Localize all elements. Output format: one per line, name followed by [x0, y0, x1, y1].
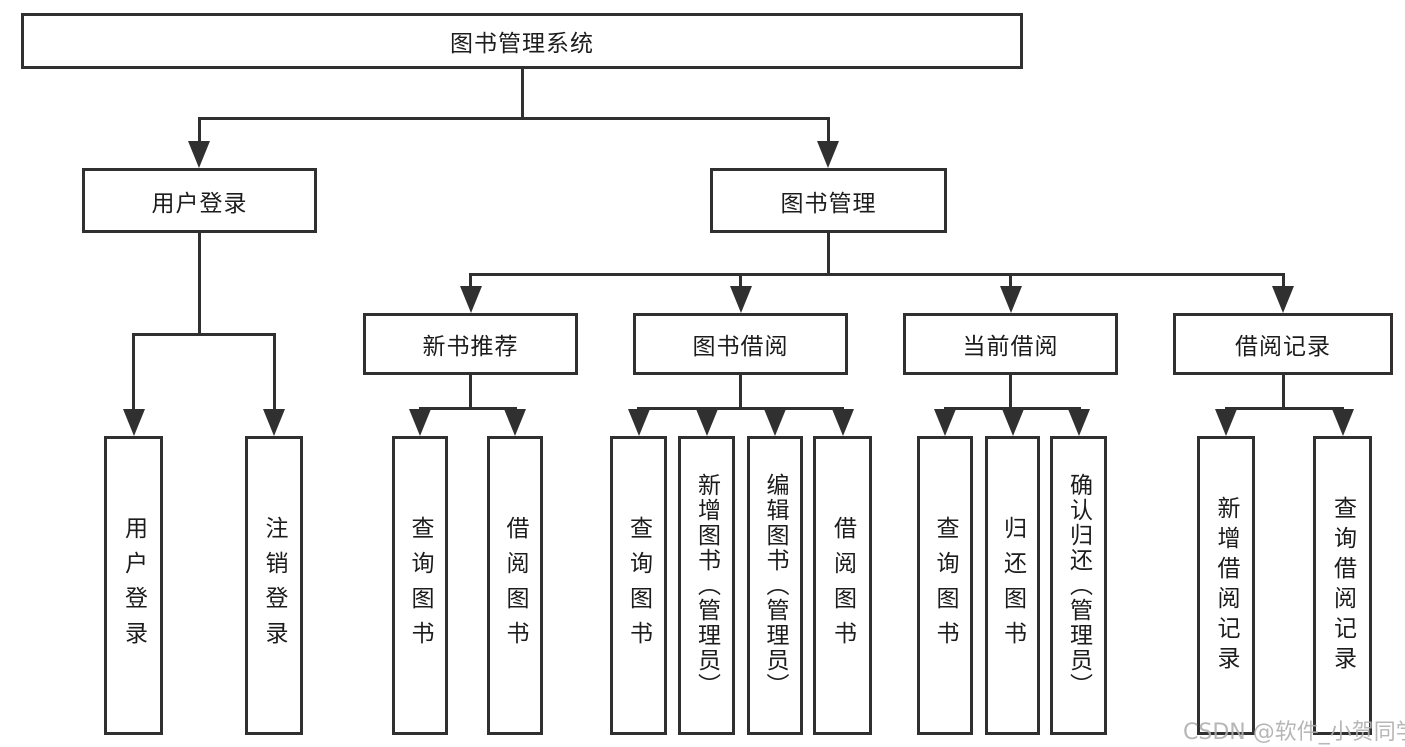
- arrowhead-down-icon: [504, 409, 526, 436]
- connector-section-stem: [1281, 375, 1285, 410]
- leaf-label: 查询图书: [407, 515, 433, 656]
- node-label: 图书借阅: [692, 334, 789, 360]
- arrowhead-down-icon: [122, 409, 145, 436]
- connector-bookmgmt-rail: [469, 273, 1285, 276]
- node-label: 图书管理: [780, 190, 877, 217]
- connector-section-rail: [1224, 407, 1344, 410]
- connector-drop: [1009, 273, 1012, 290]
- connector-drop: [469, 273, 472, 290]
- arrowhead-down-icon: [409, 409, 431, 436]
- node-new-book-recommend: 新书推荐: [363, 313, 578, 375]
- leaf-query-borrow-record: 查询借阅记录: [1313, 436, 1372, 735]
- connector-root-rail: [197, 117, 830, 120]
- arrowhead-down-icon: [1272, 286, 1294, 313]
- node-library-system: 图书管理系统: [21, 13, 1023, 69]
- arrowhead-down-icon: [263, 409, 285, 436]
- leaf-query-books-borrow: 查询图书: [610, 436, 667, 735]
- arrowhead-down-icon: [1067, 409, 1090, 436]
- arrowhead-down-icon: [764, 409, 786, 436]
- arrowhead-down-icon: [459, 286, 482, 313]
- leaf-label: 新增图书（管理员）: [693, 473, 720, 698]
- node-label: 用户登录: [151, 190, 248, 217]
- arrowhead-down-icon: [627, 409, 650, 436]
- connector-userlogin-stem: [197, 233, 201, 335]
- connector-drop: [1281, 273, 1285, 290]
- arrowhead-down-icon: [695, 409, 718, 436]
- arrowhead-down-icon: [934, 409, 956, 436]
- connector-root-stem: [520, 69, 524, 119]
- leaf-edit-books-admin: 编辑图书（管理员）: [747, 436, 803, 735]
- leaf-label: 查询图书: [625, 515, 652, 656]
- node-book-borrow: 图书借阅: [633, 313, 848, 375]
- node-borrow-records: 借阅记录: [1173, 313, 1393, 375]
- leaf-add-borrow-record: 新增借阅记录: [1197, 436, 1255, 735]
- leaf-label: 注销登录: [261, 515, 287, 656]
- connector-section-rail: [637, 407, 844, 410]
- node-book-management: 图书管理: [710, 168, 947, 233]
- leaf-label: 编辑图书（管理员）: [762, 473, 788, 698]
- leaf-query-books-recommend: 查询图书: [392, 436, 448, 735]
- leaf-borrow-books: 借阅图书: [813, 436, 872, 735]
- csdn-watermark: CSDN @软件_小贺同学: [1183, 720, 1405, 745]
- leaf-label: 查询借阅记录: [1329, 495, 1356, 676]
- arrowhead-down-icon: [999, 286, 1022, 313]
- arrowhead-down-icon: [831, 409, 854, 436]
- connector-drop: [197, 117, 201, 145]
- leaf-logout: 注销登录: [245, 436, 303, 735]
- leaf-label: 确认归还（管理员）: [1065, 473, 1092, 698]
- connector-drop: [272, 333, 276, 413]
- connector-section-rail: [418, 407, 517, 410]
- node-user-login-branch: 用户登录: [82, 168, 317, 233]
- arrowhead-down-icon: [1215, 409, 1237, 436]
- leaf-label: 新增借阅记录: [1213, 495, 1239, 676]
- node-label: 借阅记录: [1235, 334, 1331, 360]
- leaf-borrow-books-recommend: 借阅图书: [487, 436, 543, 735]
- leaf-confirm-return-admin: 确认归还（管理员）: [1050, 436, 1107, 735]
- arrowhead-down-icon: [1331, 409, 1354, 436]
- node-current-borrow: 当前借阅: [903, 313, 1118, 375]
- leaf-add-books-admin: 新增图书（管理员）: [678, 436, 735, 735]
- arrowhead-down-icon: [188, 141, 210, 168]
- leaf-query-books-current: 查询图书: [917, 436, 973, 735]
- arrowhead-down-icon: [817, 141, 839, 168]
- connector-drop: [826, 117, 830, 145]
- leaf-label: 用户登录: [120, 515, 147, 656]
- connector-drop: [739, 273, 742, 290]
- leaf-label: 归还图书: [999, 515, 1026, 656]
- arrowhead-down-icon: [729, 286, 752, 313]
- connector-section-stem: [1009, 375, 1012, 410]
- connector-userlogin-rail: [132, 333, 276, 336]
- node-label: 图书管理系统: [450, 31, 594, 57]
- connector-section-stem: [469, 375, 472, 410]
- leaf-label: 借阅图书: [829, 515, 856, 656]
- leaf-user-login: 用户登录: [104, 436, 163, 735]
- node-label: 新书推荐: [422, 334, 519, 360]
- connector-bookmgmt-stem: [826, 233, 830, 275]
- leaf-label: 借阅图书: [502, 515, 528, 656]
- arrowhead-down-icon: [1001, 409, 1024, 436]
- node-label: 当前借阅: [962, 334, 1059, 360]
- leaf-label: 查询图书: [932, 515, 958, 656]
- leaf-return-books: 归还图书: [985, 436, 1040, 735]
- connector-section-stem: [739, 375, 742, 410]
- connector-drop: [132, 333, 135, 413]
